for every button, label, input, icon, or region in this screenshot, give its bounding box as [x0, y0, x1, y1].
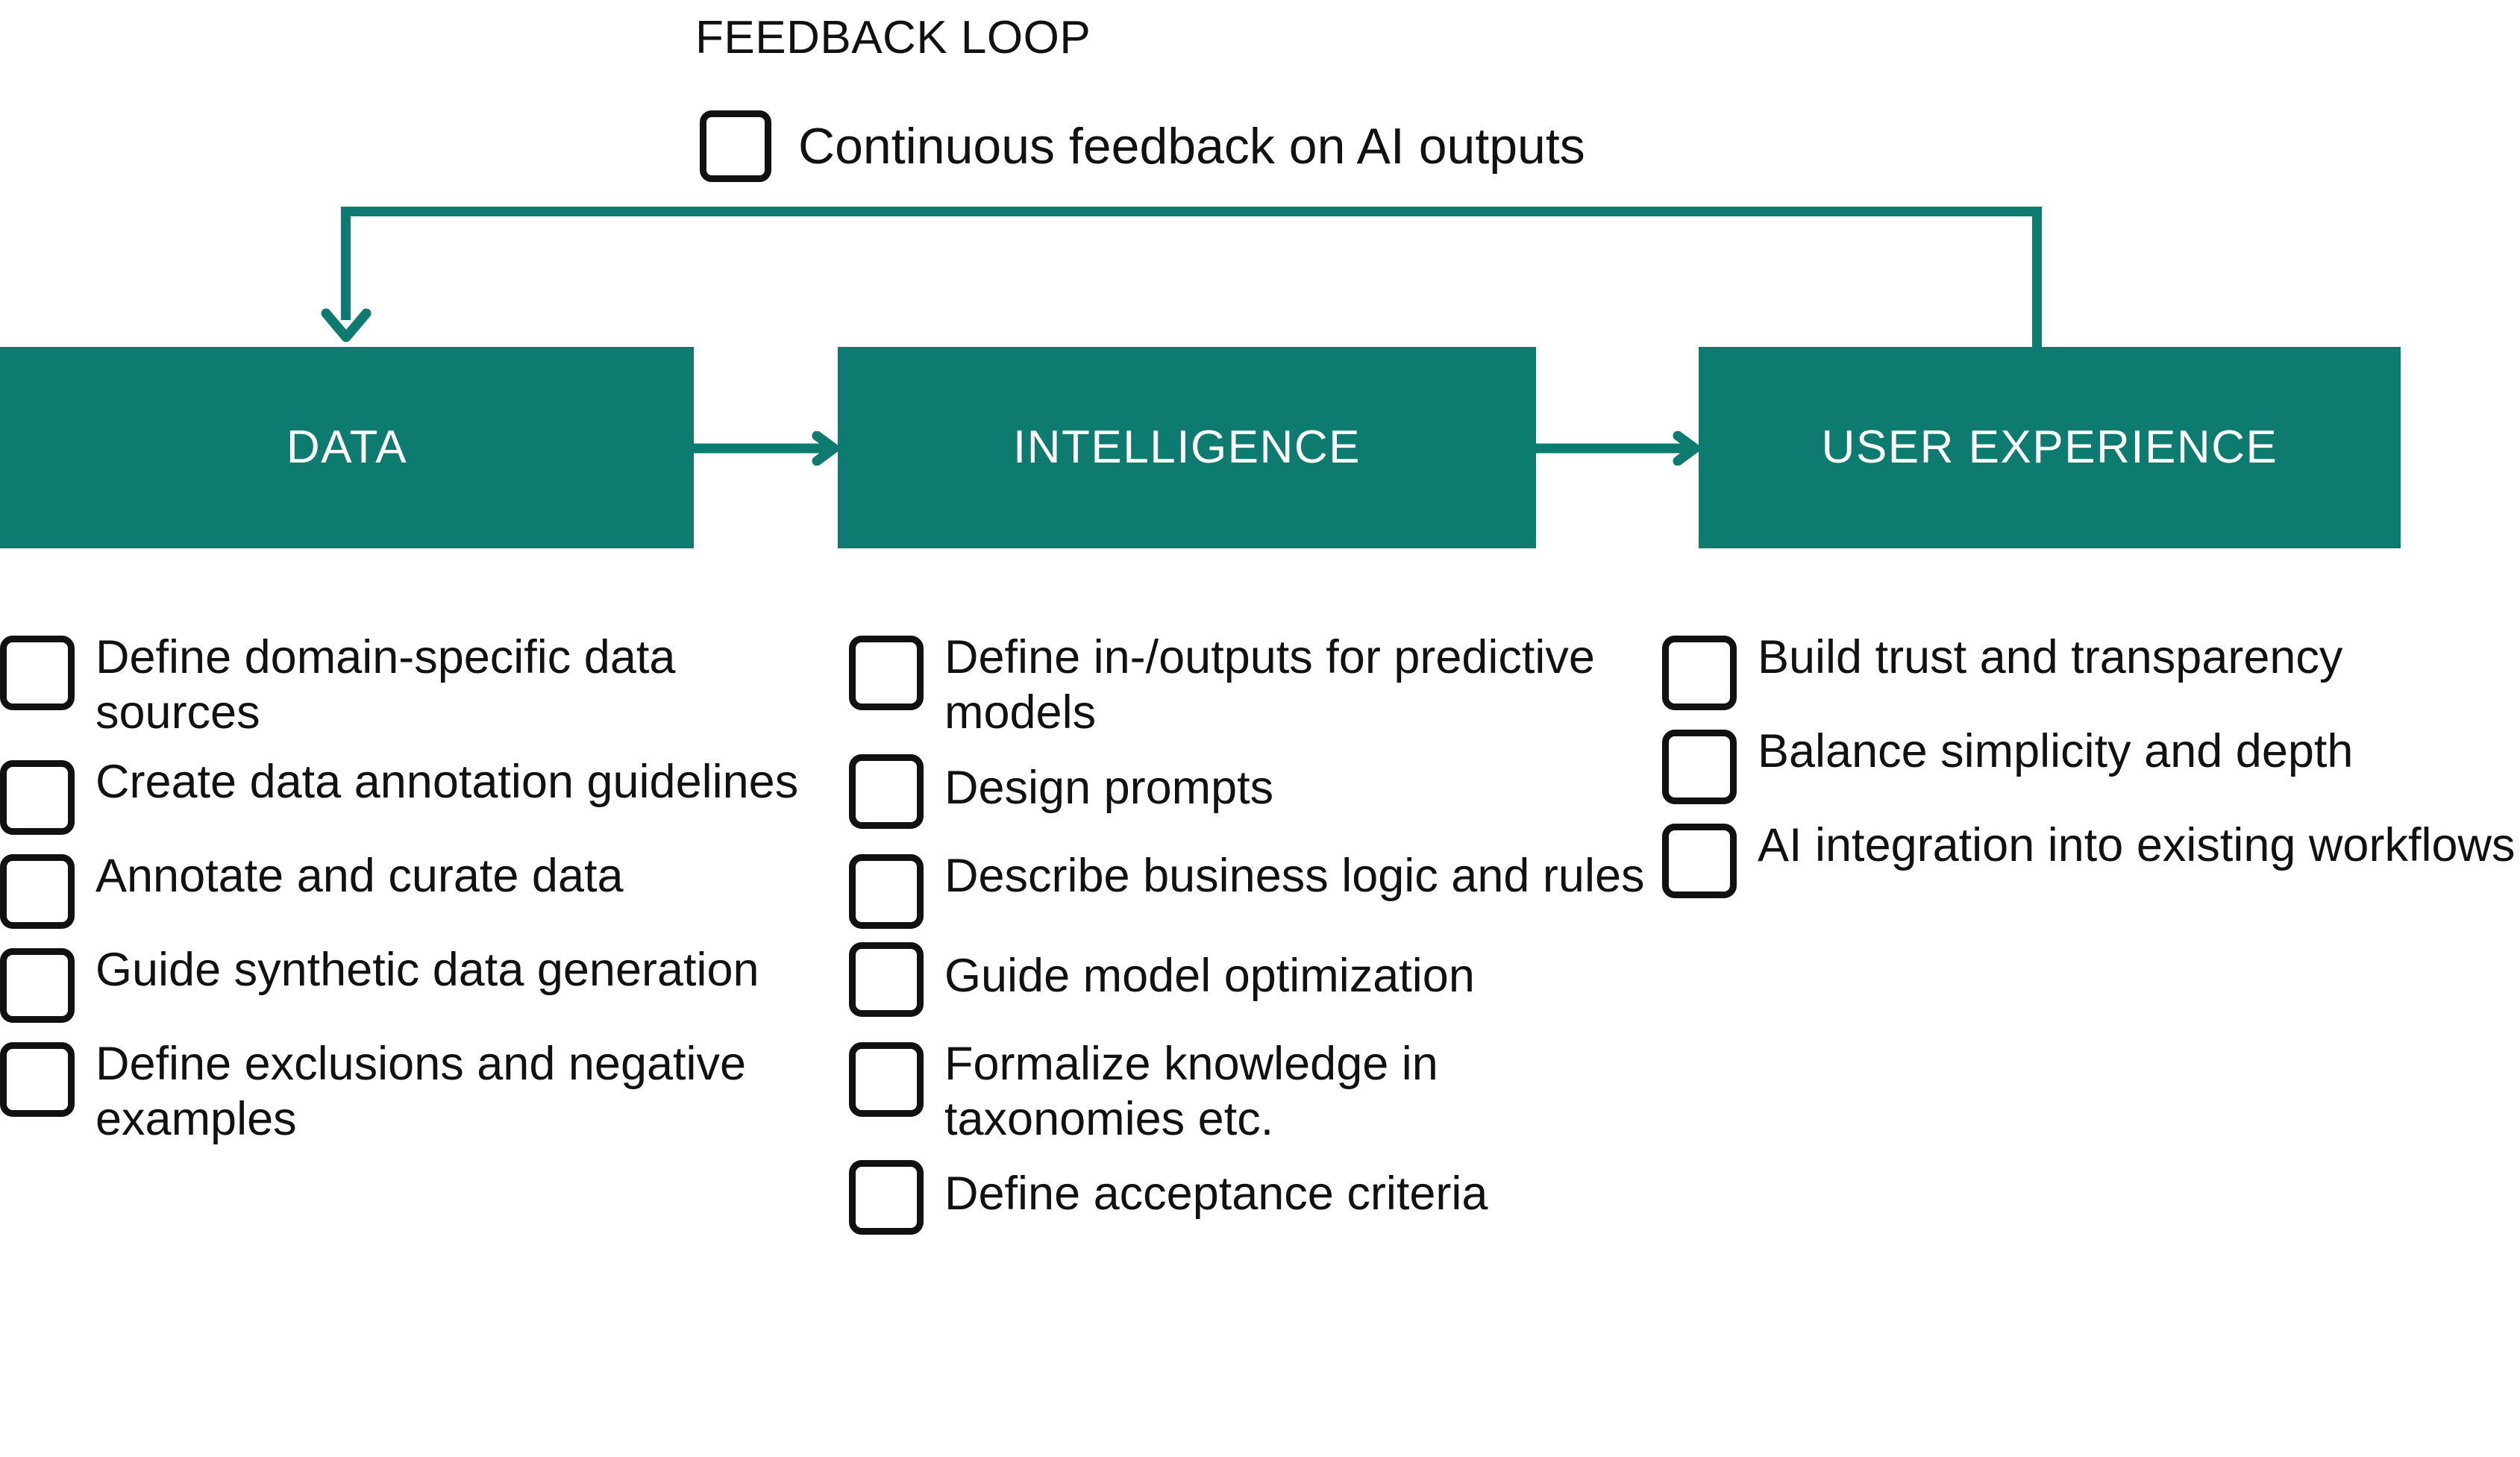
arrow-right-icon-data-to-intelligence [694, 431, 839, 466]
checkbox-icon[interactable] [0, 853, 75, 929]
feedback-loop-horizontal-line [341, 207, 2042, 216]
stage-box-user-experience[interactable]: USER EXPERIENCE [1699, 347, 2401, 548]
checkbox-icon[interactable] [849, 753, 924, 829]
checklist-item-label: Annotate and curate data [95, 849, 624, 902]
checklist-item[interactable]: Create data annotation guidelines [0, 751, 806, 835]
checklist-column-intelligence: Define in-/outputs for predictive models… [849, 627, 1662, 1251]
feedback-loop-title: FEEDBACK LOOP [695, 12, 1091, 63]
checklist-item[interactable]: Guide model optimization [849, 939, 1662, 1017]
checklist-item[interactable]: Formalize knowledge in taxonomies etc. [849, 1033, 1662, 1147]
checklist-item-label: Guide synthetic data generation [95, 943, 759, 996]
checklist-item-label: Define exclusions and negative examples [95, 1037, 747, 1145]
checklist-item-label: Formalize knowledge in taxonomies etc. [944, 1037, 1438, 1145]
checklist-item[interactable]: Define in-/outputs for predictive models [849, 627, 1662, 741]
stage-label-user-experience: USER EXPERIENCE [1821, 422, 2278, 473]
stage-box-data[interactable]: DATA [0, 347, 694, 548]
checkbox-icon[interactable] [849, 941, 924, 1017]
checklist-item[interactable]: Guide synthetic data generation [0, 939, 806, 1023]
checklist-item-label: Balance simplicity and depth [1758, 725, 2354, 777]
arrow-down-icon [321, 308, 372, 342]
checklist-item[interactable]: Define acceptance criteria [849, 1157, 1662, 1235]
checkbox-icon[interactable] [849, 1041, 924, 1117]
checkbox-icon[interactable] [849, 1160, 924, 1235]
checklist-column-user-experience: Build trust and transparency Balance sim… [1662, 627, 2520, 909]
stage-label-data: DATA [286, 422, 408, 473]
checkbox-icon[interactable] [849, 636, 924, 710]
checklist-column-data: Define domain-specific data sources Crea… [0, 627, 806, 1157]
checklist-item-label: Build trust and transparency [1758, 631, 2343, 683]
checkbox-icon[interactable] [0, 947, 75, 1023]
checkbox-icon[interactable] [849, 853, 924, 929]
stage-box-intelligence[interactable]: INTELLIGENCE [838, 347, 1536, 548]
checklist-item[interactable]: Build trust and transparency [1662, 627, 2520, 710]
checklist-item-label: Guide model optimization [944, 949, 1475, 1002]
checklist-item-label: Define domain-specific data sources [95, 631, 676, 739]
checklist-item[interactable]: Annotate and curate data [0, 845, 806, 929]
feedback-loop-item-label: Continuous feedback on AI outputs [798, 118, 1585, 175]
checklist-item[interactable]: Design prompts [849, 751, 1662, 829]
checklist-item[interactable]: AI integration into existing workflows [1662, 815, 2520, 898]
feedback-loop-right-vertical-line [2032, 207, 2042, 350]
checkbox-icon[interactable] [1662, 730, 1737, 804]
checkbox-icon[interactable] [1662, 636, 1737, 710]
checklist-item[interactable]: Describe business logic and rules [849, 845, 1662, 929]
checklist-item-label: AI integration into existing workflows [1758, 819, 2516, 871]
checklist-item-label: Design prompts [944, 761, 1274, 814]
checkbox-icon[interactable] [1662, 824, 1737, 898]
checklist-item[interactable]: Define exclusions and negative examples [0, 1033, 806, 1147]
checklist-item-label: Create data annotation guidelines [95, 755, 799, 808]
feedback-loop-left-vertical-line [341, 207, 351, 320]
arrow-right-icon-intelligence-to-ux [1536, 431, 1700, 466]
checklist-item-label: Define acceptance criteria [944, 1168, 1488, 1221]
checkbox-icon[interactable] [700, 110, 771, 182]
feedback-loop-item[interactable]: Continuous feedback on AI outputs [700, 110, 1585, 182]
checklist-item[interactable]: Define domain-specific data sources [0, 627, 806, 741]
checklist-item[interactable]: Balance simplicity and depth [1662, 721, 2520, 804]
checkbox-icon[interactable] [0, 759, 75, 835]
checkbox-icon[interactable] [0, 636, 75, 710]
checklist-item-label: Describe business logic and rules [944, 849, 1645, 902]
checkbox-icon[interactable] [0, 1041, 75, 1117]
checklist-item-label: Define in-/outputs for predictive models [944, 631, 1595, 739]
stage-label-intelligence: INTELLIGENCE [1013, 422, 1361, 473]
